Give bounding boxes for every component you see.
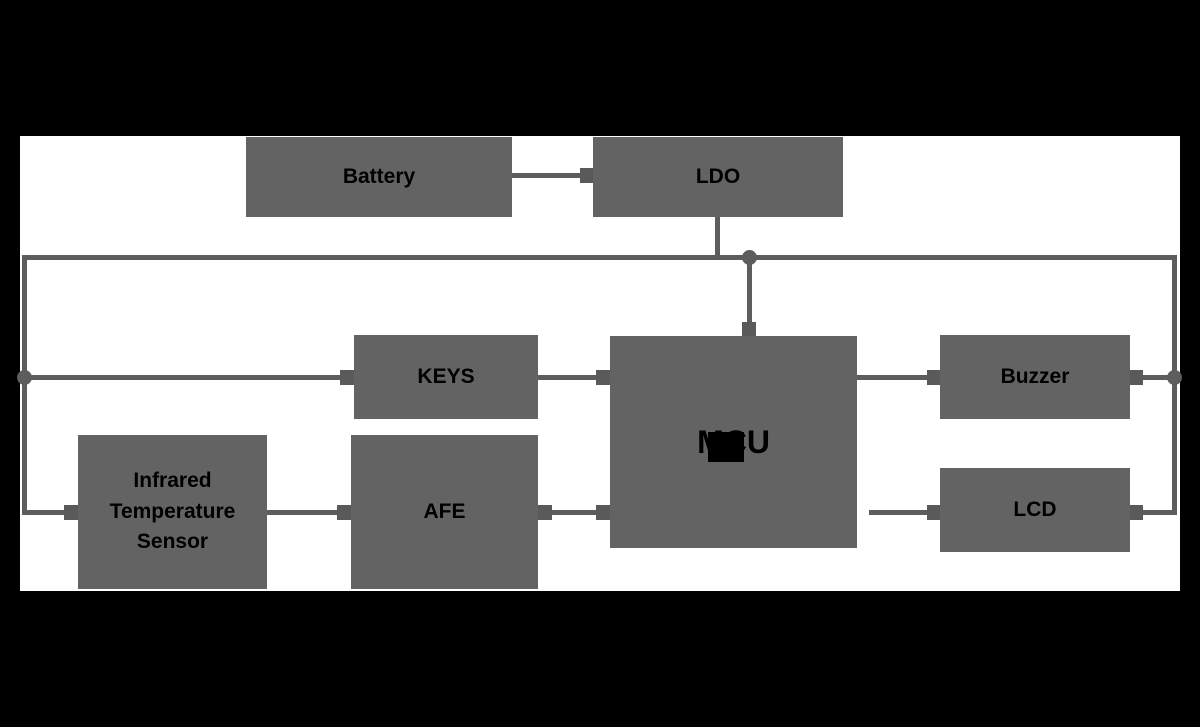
block-lcd-label: LCD	[1013, 497, 1057, 521]
port-buzzer-right	[1129, 370, 1143, 385]
port-afe-right	[538, 505, 552, 520]
wire-rail-to-sensor	[25, 510, 66, 515]
port-afe-left	[337, 505, 351, 520]
block-battery-label: Battery	[342, 164, 416, 188]
wire-ldo-to-power-bus	[715, 217, 720, 258]
junction-dot-right-rail	[1167, 370, 1182, 385]
wire-lcd-to-rail	[1143, 510, 1174, 515]
block-mcu: MCU	[610, 336, 857, 548]
block-buzzer: Buzzer	[940, 335, 1130, 419]
wire-power-bus	[22, 255, 1177, 260]
wire-mcu-to-buzzer	[857, 375, 928, 380]
wire-right-power-rail	[1172, 255, 1177, 515]
block-battery: Battery	[246, 137, 512, 217]
block-ldo: LDO	[593, 137, 843, 217]
port-sensor-left	[64, 505, 78, 520]
wire-mcu-to-lcd	[869, 510, 928, 515]
block-keys-label: KEYS	[417, 364, 475, 388]
block-ldo-label: LDO	[695, 164, 741, 188]
port-mcu-left-lower	[596, 505, 610, 520]
wire-power-bus-to-mcu	[747, 258, 752, 324]
block-keys: KEYS	[354, 335, 538, 419]
wire-rail-to-keys	[25, 375, 342, 380]
block-lcd: LCD	[940, 468, 1130, 552]
mcu-label-redaction	[707, 432, 744, 462]
wire-battery-ldo	[512, 173, 580, 178]
junction-dot-power-bus	[742, 250, 757, 265]
port-buzzer-left	[927, 370, 941, 385]
block-infrared-temperature-sensor-label: Infrared Temperature Sensor	[109, 469, 236, 554]
block-infrared-temperature-sensor: Infrared Temperature Sensor	[78, 435, 267, 589]
port-mcu-top	[742, 322, 756, 337]
port-lcd-left	[927, 505, 941, 520]
wire-sensor-to-afe	[267, 510, 338, 515]
port-lcd-right	[1129, 505, 1143, 520]
port-ldo-left	[580, 168, 594, 183]
wire-afe-to-mcu	[551, 510, 598, 515]
block-buzzer-label: Buzzer	[1000, 364, 1070, 388]
port-keys-left	[340, 370, 354, 385]
block-afe-label: AFE	[423, 499, 466, 523]
wire-left-power-rail	[22, 255, 27, 515]
block-afe: AFE	[351, 435, 538, 589]
port-mcu-left-upper	[596, 370, 610, 385]
junction-dot-left-rail	[17, 370, 32, 385]
wire-buzzer-to-rail	[1143, 375, 1174, 380]
wire-keys-to-mcu	[538, 375, 598, 380]
